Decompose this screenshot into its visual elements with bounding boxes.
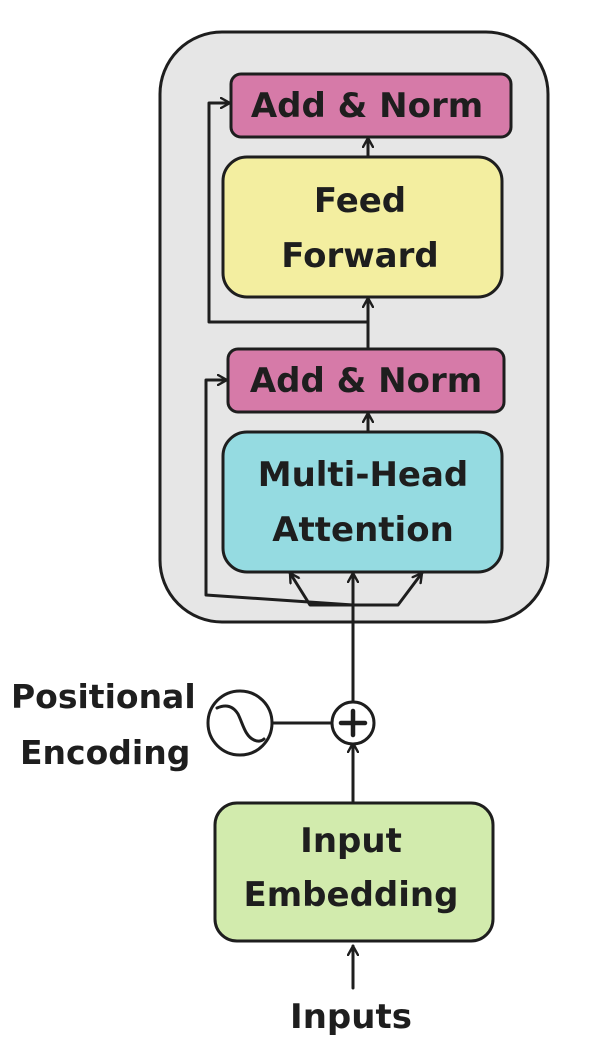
inputs-label: Inputs xyxy=(290,997,412,1037)
input-embedding-box xyxy=(213,801,495,943)
sine-wave-icon xyxy=(215,704,266,743)
multi-head-attention-label-line1: Multi-Head xyxy=(258,455,469,495)
feed-forward-label-line1: Feed xyxy=(314,181,406,221)
feed-forward-box xyxy=(221,155,504,299)
residual-to-add-norm-top xyxy=(207,103,370,324)
connections xyxy=(204,103,424,990)
multi-head-attention-label-line2: Attention xyxy=(272,510,454,550)
feed-forward-label-line2: Forward xyxy=(281,236,438,276)
positional-encoding-label-line1: Positional xyxy=(11,677,196,716)
multi-head-attention-box xyxy=(221,430,504,574)
add-norm-top-label: Add & Norm xyxy=(251,86,483,126)
arrow-to-attention-query xyxy=(351,571,424,607)
input-embedding-label-line1: Input xyxy=(300,821,402,861)
positional-encoding-icon xyxy=(206,689,274,757)
add-norm-bottom-label: Add & Norm xyxy=(250,361,482,401)
add-norm-bottom-box xyxy=(226,347,506,414)
plus-icon xyxy=(338,708,368,738)
residual-to-add-norm-bottom xyxy=(204,380,355,607)
input-embedding-label-line2: Embedding xyxy=(244,875,459,915)
positional-encoding-label-line2: Encoding xyxy=(20,733,190,772)
add-norm-top-box xyxy=(229,72,513,139)
